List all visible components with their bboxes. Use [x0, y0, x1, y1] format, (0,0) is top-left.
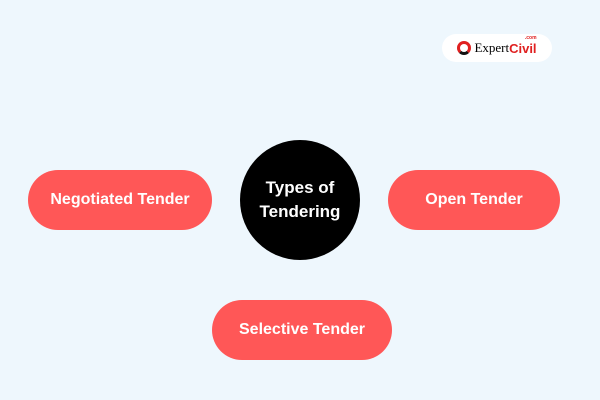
center-line-1: Types of: [265, 178, 335, 197]
logo-civil: Civil: [509, 40, 537, 56]
expertcivil-logo: Expert Civil.com: [442, 34, 552, 62]
node-open-tender: Open Tender: [388, 170, 560, 230]
logo-text: Expert: [474, 40, 510, 55]
center-line-2: Tendering: [259, 202, 341, 221]
logo-icon: [457, 41, 472, 55]
logo-text-accent: Civil.com: [509, 35, 537, 56]
node-selective-tender: Selective Tender: [212, 300, 392, 360]
node-negotiated-tender: Negotiated Tender: [28, 170, 212, 230]
center-node: Types of Tendering: [240, 140, 360, 260]
logo-suffix: .com: [524, 34, 537, 41]
